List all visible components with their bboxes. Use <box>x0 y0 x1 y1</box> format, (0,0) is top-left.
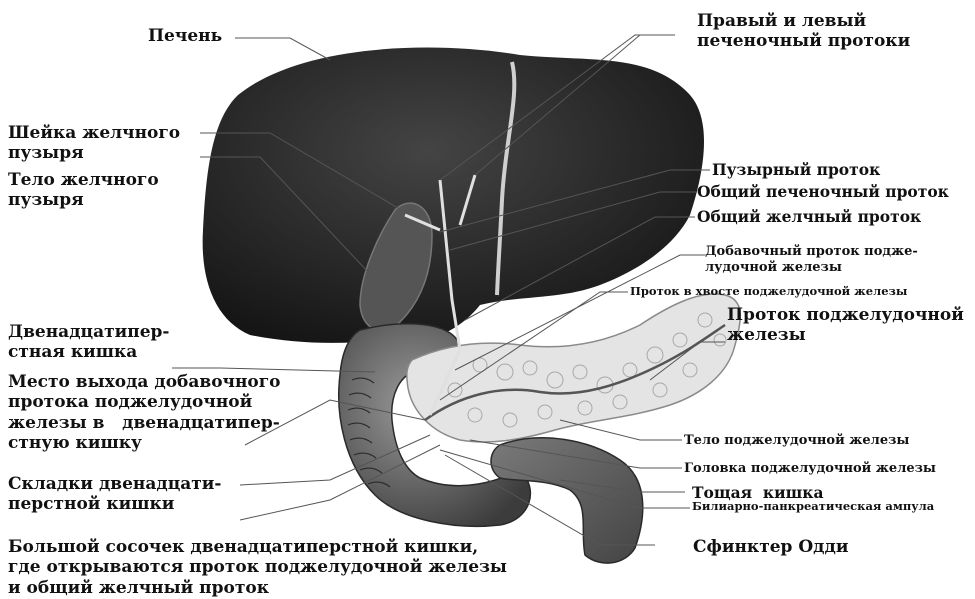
label-hepatic-ducts: Правый и левый печеночный протоки <box>697 11 910 52</box>
label-tail-duct: Проток в хвосте поджелудочной железы <box>630 285 907 299</box>
label-duodenal-folds: Складки двенадцати- перстной кишки <box>8 474 221 515</box>
label-gallbladder-body: Тело желчного пузыря <box>8 170 159 211</box>
label-liver: Печень <box>148 26 222 46</box>
label-common-hepatic-duct: Общий печеночный проток <box>697 183 949 202</box>
label-gallbladder-neck: Шейка желчного пузыря <box>8 123 180 164</box>
label-common-bile-duct: Общий желчный проток <box>697 208 921 227</box>
label-accessory-pancreatic-duct: Добавочный проток подже- лудочной железы <box>705 244 918 275</box>
label-accessory-exit: Место выхода добавочного протока поджелу… <box>8 372 281 454</box>
label-pancreatic-duct: Проток поджелудочной железы <box>727 305 964 346</box>
label-cystic-duct: Пузырный проток <box>712 161 880 180</box>
label-sphincter-oddi: Сфинктер Одди <box>693 537 848 557</box>
label-ampulla: Билиарно-панкреатическая ампула <box>692 500 934 514</box>
label-pancreas-head: Головка поджелудочной железы <box>684 461 936 477</box>
label-pancreas-body: Тело поджелудочной железы <box>684 433 909 449</box>
label-duodenum: Двенадцатипер- стная кишка <box>8 322 169 363</box>
label-major-papilla: Большой сосочек двенадцатиперстной кишки… <box>8 537 507 598</box>
